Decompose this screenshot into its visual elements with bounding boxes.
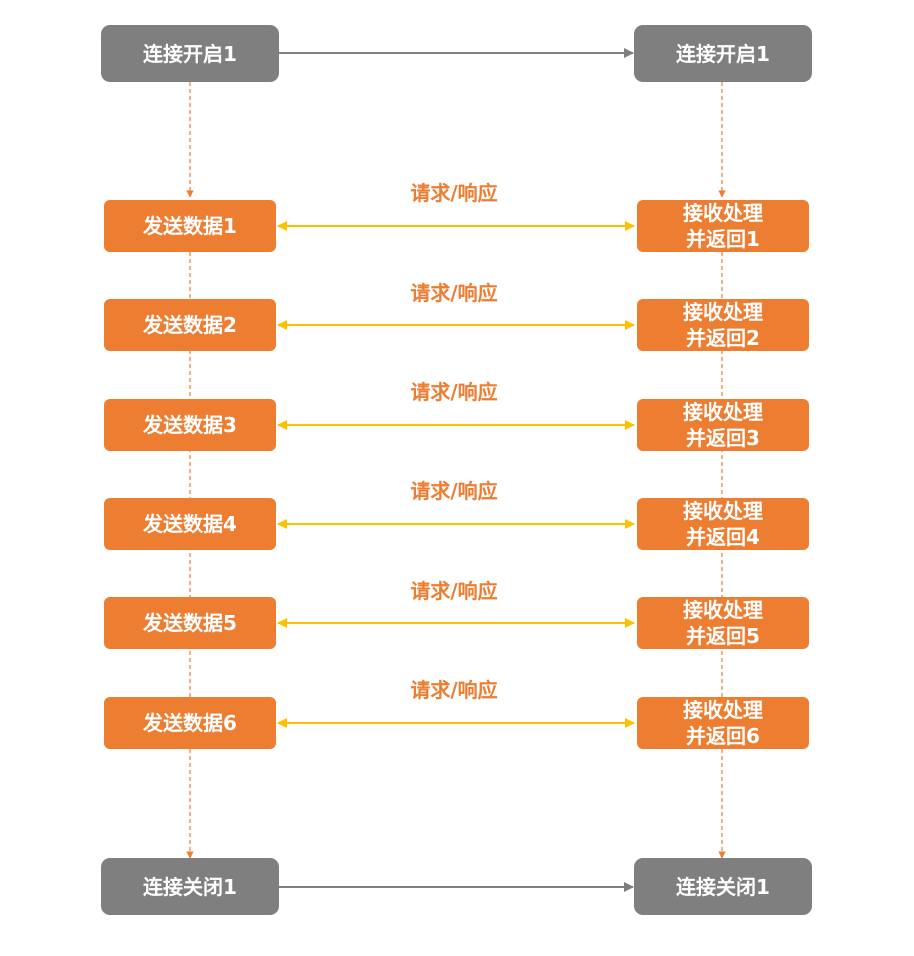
- exchange-label-6: 请求/响应: [410, 678, 498, 702]
- receive-node-4-line-1: 接收处理: [683, 499, 763, 523]
- receive-node-5-line-1: 接收处理: [683, 598, 763, 622]
- receive-node-6: 接收处理 并返回6: [637, 697, 809, 749]
- connection-open-right: 连接开启1: [634, 25, 812, 82]
- send-data-node-6: 发送数据6: [104, 697, 276, 749]
- send-data-node-2: 发送数据2: [104, 299, 276, 351]
- send-data-node-1: 发送数据1: [104, 200, 276, 252]
- connection-close-right: 连接关闭1: [634, 858, 812, 915]
- receive-node-2-line-2: 并返回2: [686, 326, 760, 350]
- receive-node-2: 接收处理 并返回2: [637, 299, 809, 351]
- send-data-node-3: 发送数据3: [104, 399, 276, 451]
- receive-node-4: 接收处理 并返回4: [637, 498, 809, 550]
- exchange-label-4: 请求/响应: [410, 479, 498, 503]
- send-data-node-4: 发送数据4: [104, 498, 276, 550]
- receive-node-2-line-1: 接收处理: [683, 300, 763, 324]
- send-data-node-5: 发送数据5: [104, 597, 276, 649]
- receive-node-5: 接收处理 并返回5: [637, 597, 809, 649]
- receive-node-6-line-2: 并返回6: [686, 724, 760, 748]
- receive-node-1-line-1: 接收处理: [683, 201, 763, 225]
- exchange-label-3: 请求/响应: [410, 380, 498, 404]
- receive-node-6-line-1: 接收处理: [683, 698, 763, 722]
- receive-node-1: 接收处理 并返回1: [637, 200, 809, 252]
- receive-node-3-line-1: 接收处理: [683, 400, 763, 424]
- receive-node-3-line-2: 并返回3: [686, 426, 760, 450]
- exchange-label-1: 请求/响应: [410, 181, 498, 205]
- receive-node-5-line-2: 并返回5: [686, 624, 760, 648]
- exchange-label-2: 请求/响应: [410, 281, 498, 305]
- connection-open-left: 连接开启1: [101, 25, 279, 82]
- receive-node-1-line-2: 并返回1: [686, 227, 760, 251]
- connection-close-left: 连接关闭1: [101, 858, 279, 915]
- receive-node-4-line-2: 并返回4: [686, 525, 760, 549]
- exchange-label-5: 请求/响应: [410, 579, 498, 603]
- receive-node-3: 接收处理 并返回3: [637, 399, 809, 451]
